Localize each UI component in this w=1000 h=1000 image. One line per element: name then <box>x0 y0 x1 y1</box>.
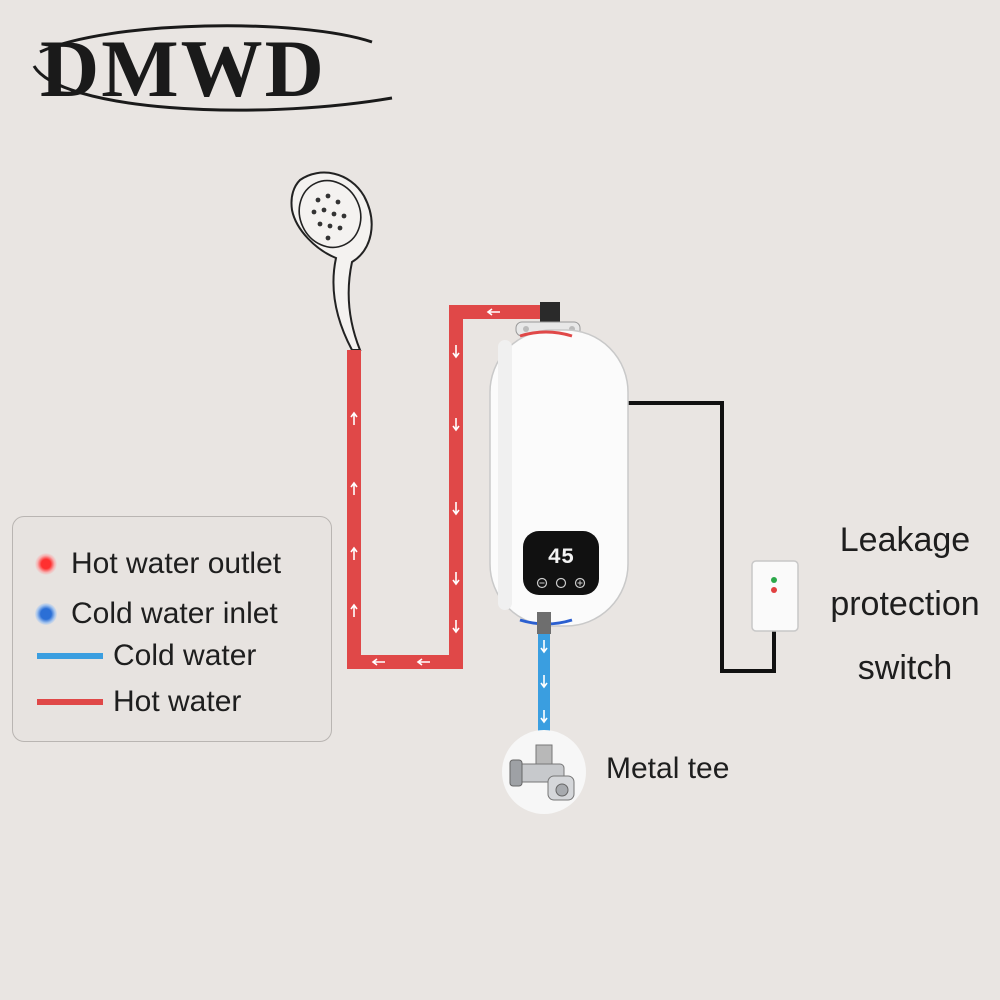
legend-panel: Hot water outlet Cold water inlet Cold w… <box>12 516 332 742</box>
cold-line-swatch <box>37 653 103 659</box>
legend-item-hot-outlet: Hot water outlet <box>13 547 281 581</box>
legend-item-cold-water: Cold water <box>13 639 256 673</box>
metal-tee-label: Metal tee <box>606 752 730 785</box>
minus-button-icon <box>536 577 548 589</box>
shower-head-icon <box>290 171 373 351</box>
inlet-connector <box>537 612 551 634</box>
plus-button-icon <box>574 577 586 589</box>
power-button-icon <box>555 577 567 589</box>
leakage-label-line1: Leakage <box>839 521 971 559</box>
hot-dot-icon <box>35 553 57 575</box>
power-cable <box>626 401 776 673</box>
metal-tee-icon <box>502 730 586 814</box>
leakage-switch-icon <box>751 560 799 632</box>
legend-hot-water-label: Hot water <box>113 685 242 718</box>
legend-item-hot-water: Hot water <box>13 685 241 719</box>
logo-text: DMWD <box>40 23 326 114</box>
leakage-switch-label: Leakage protection switch <box>810 508 1000 700</box>
leakage-label-line3: switch <box>857 649 953 687</box>
legend-hot-outlet-label: Hot water outlet <box>71 547 282 580</box>
cold-dot-icon <box>35 603 57 625</box>
legend-item-cold-inlet: Cold water inlet <box>13 597 278 631</box>
brand-logo: DMWD <box>32 23 393 114</box>
cold-water-pipe <box>538 625 550 745</box>
temperature-readout: 45 <box>548 545 574 570</box>
hot-water-pipe <box>347 305 548 669</box>
legend-cold-water-label: Cold water <box>113 639 257 672</box>
legend-cold-inlet-label: Cold water inlet <box>71 597 278 630</box>
leakage-label-line2: protection <box>830 585 980 623</box>
hot-line-swatch <box>37 699 103 705</box>
control-display: 45 <box>523 531 599 595</box>
